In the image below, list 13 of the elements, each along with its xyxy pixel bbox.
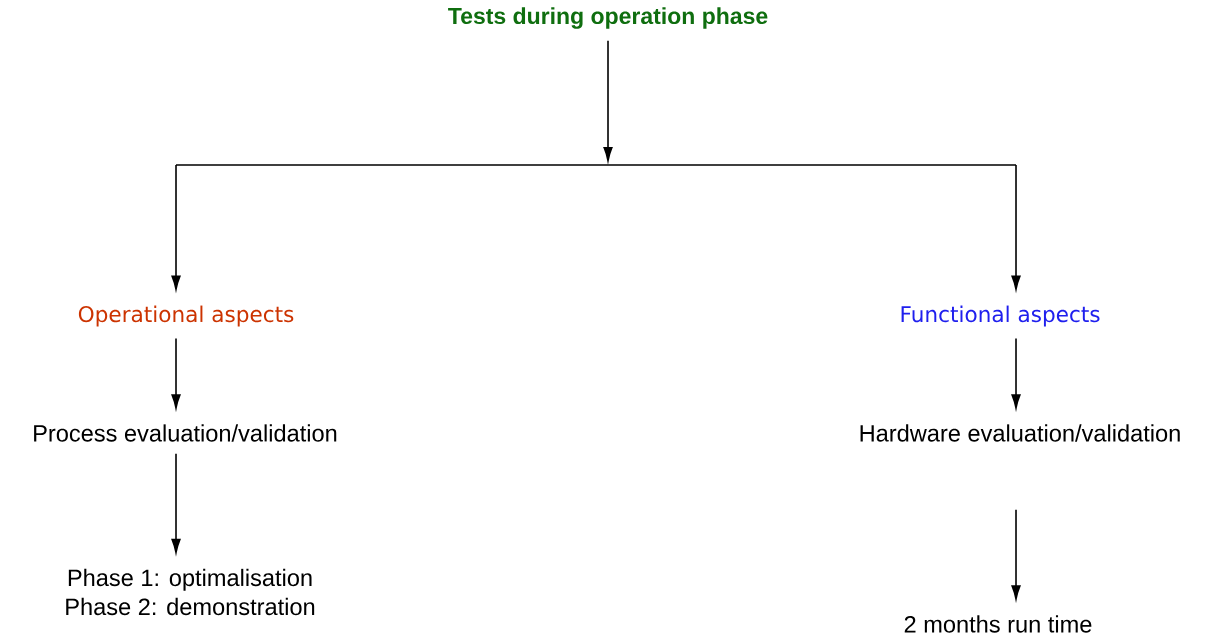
step-label: Hardware evaluation/validation bbox=[860, 424, 1180, 442]
step-label: Phase 1: optimalisation Phase 2: demonstration bbox=[66, 568, 315, 616]
arrow bbox=[1011, 337, 1021, 409]
arrow bbox=[171, 452, 181, 554]
category-label: Operational aspects bbox=[78, 305, 294, 327]
step-label: 2 months run time bbox=[904, 615, 1092, 633]
arrow bbox=[171, 337, 181, 409]
arrow bbox=[603, 39, 613, 162]
step-label: Process evaluation/validation bbox=[34, 424, 337, 442]
category-label: Functional aspects bbox=[901, 305, 1100, 327]
bus-line bbox=[175, 164, 1017, 166]
heading-text: Tests during operation phase bbox=[448, 7, 768, 29]
arrow bbox=[1011, 508, 1021, 600]
